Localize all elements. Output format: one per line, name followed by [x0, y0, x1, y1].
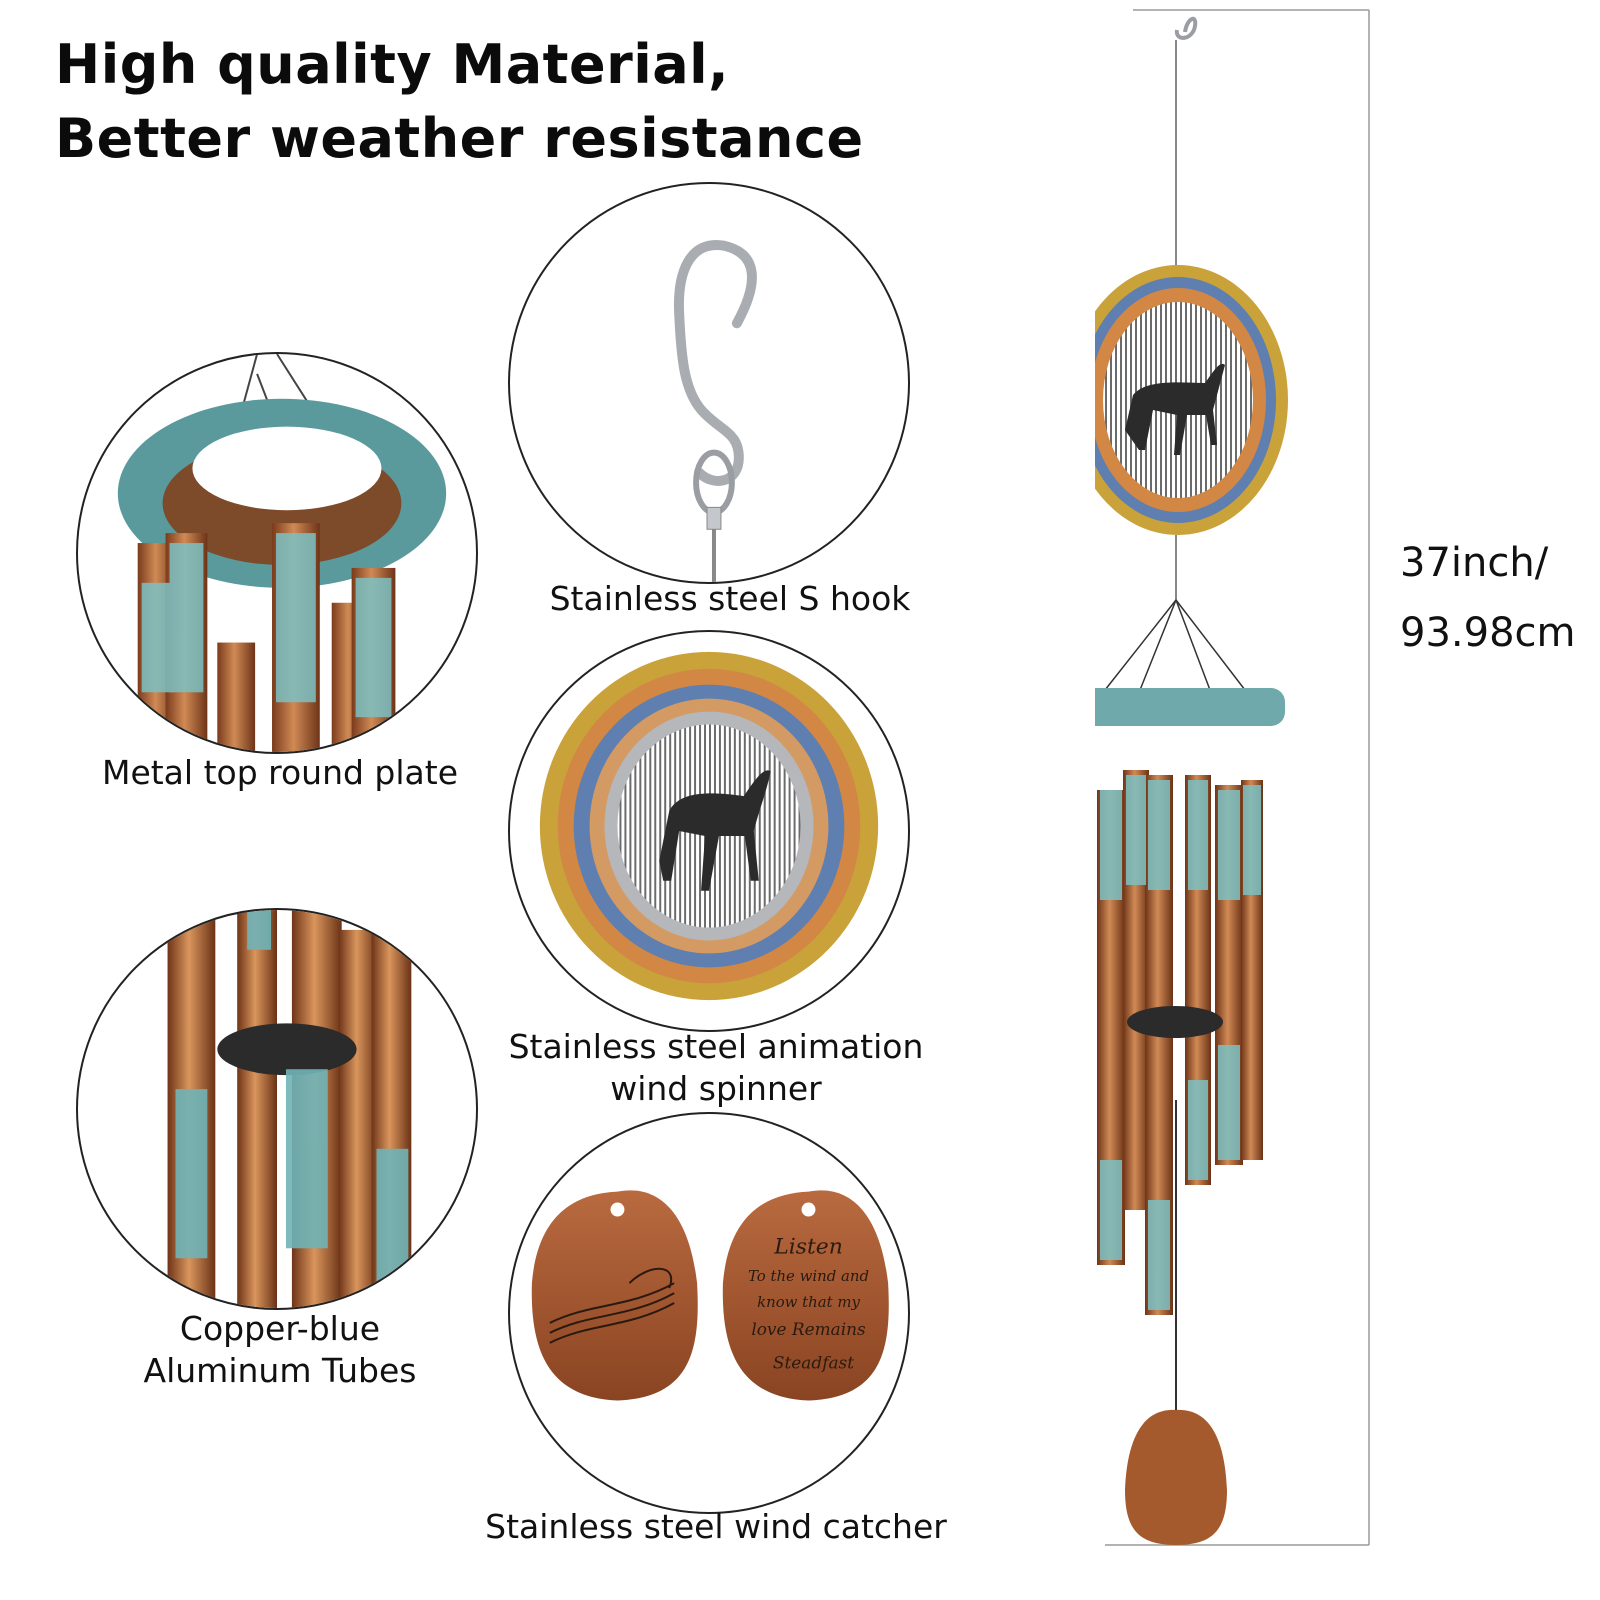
- aluminum-tubes-caption-line-1: Copper-blue: [179, 1309, 381, 1348]
- wind-spinner-photo: [508, 630, 910, 1032]
- wind-spinner-caption: Stainless steel animation wind spinner: [476, 1026, 956, 1110]
- catcher-icon: [1125, 1409, 1227, 1545]
- aluminum-tubes-photo: [76, 908, 478, 1310]
- aluminum-tubes-caption-line-2: Aluminum Tubes: [143, 1351, 417, 1390]
- top-plate-caption: Metal top round plate: [40, 752, 520, 794]
- catcher-text-5: Steadfast: [773, 1353, 854, 1373]
- wind-spinner-icon: [539, 651, 879, 1001]
- s-hook-icon: [673, 240, 757, 582]
- wind-catcher-caption-line: Stainless steel wind catcher: [485, 1507, 947, 1546]
- spinner-icon: [1095, 265, 1288, 535]
- tubes-icon: [1097, 770, 1263, 1315]
- wind-chime-full-view: [1095, 9, 1370, 1546]
- dimension-inch: 37inch/: [1400, 540, 1549, 586]
- dimension-label: 37inch/ 93.98cm: [1400, 528, 1575, 668]
- s-hook-caption-line: Stainless steel S hook: [549, 579, 911, 618]
- headline-line-2: Better weather resistance: [55, 107, 864, 170]
- hook-icon: [1174, 16, 1198, 40]
- dimension-cm: 93.98cm: [1400, 610, 1576, 656]
- wind-catcher-icon: Listen To the wind and know that my love…: [531, 1190, 889, 1401]
- catcher-text-1: Listen: [773, 1234, 843, 1259]
- top-plate-photo: [76, 352, 478, 754]
- catcher-text-4: love Remains: [751, 1319, 866, 1339]
- wind-spinner-caption-line-1: Stainless steel animation: [508, 1027, 924, 1066]
- plate-icon: [1095, 688, 1285, 726]
- s-hook-photo: [508, 182, 910, 584]
- top-plate-icon: [117, 354, 447, 752]
- aluminum-tubes-caption: Copper-blue Aluminum Tubes: [40, 1308, 520, 1392]
- headline-line-1: High quality Material,: [55, 33, 730, 96]
- wind-spinner-caption-line-2: wind spinner: [610, 1069, 822, 1108]
- wind-catcher-caption: Stainless steel wind catcher: [476, 1506, 956, 1548]
- aluminum-tubes-icon: [167, 910, 412, 1308]
- wind-catcher-photo: Listen To the wind and know that my love…: [508, 1112, 910, 1514]
- catcher-text-3: know that my: [757, 1293, 860, 1311]
- s-hook-caption: Stainless steel S hook: [490, 578, 970, 620]
- headline: High quality Material, Better weather re…: [55, 28, 864, 176]
- catcher-text-2: To the wind and: [748, 1267, 869, 1285]
- top-plate-caption-line: Metal top round plate: [101, 753, 459, 792]
- dimension-bracket: [1105, 9, 1370, 1546]
